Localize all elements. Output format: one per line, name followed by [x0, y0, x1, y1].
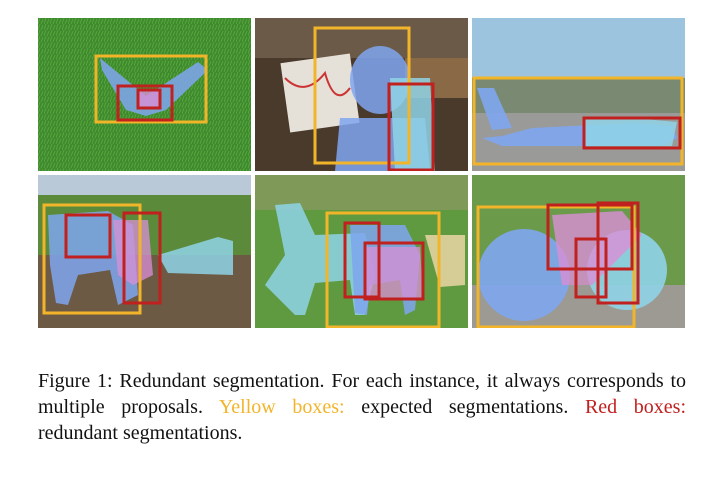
panel-airplane	[472, 18, 685, 171]
figure-caption: Figure 1: Redundant segmentation. For ea…	[38, 368, 686, 446]
caption-tail: redundant segmentations.	[38, 422, 243, 444]
caption-yellow-label: Yellow boxes:	[218, 396, 345, 418]
panel-cow	[38, 175, 251, 328]
panel-bicycle	[472, 175, 685, 328]
panel-bird	[38, 18, 251, 171]
caption-red-label: Red boxes:	[584, 396, 687, 418]
figure-image-grid	[38, 18, 685, 328]
panel-horse	[255, 175, 468, 328]
caption-lead: Figure 1: Redundant segmentation. For ea…	[38, 370, 686, 418]
caption-mid: expected segmentations.	[344, 396, 585, 418]
panel-person	[255, 18, 468, 171]
